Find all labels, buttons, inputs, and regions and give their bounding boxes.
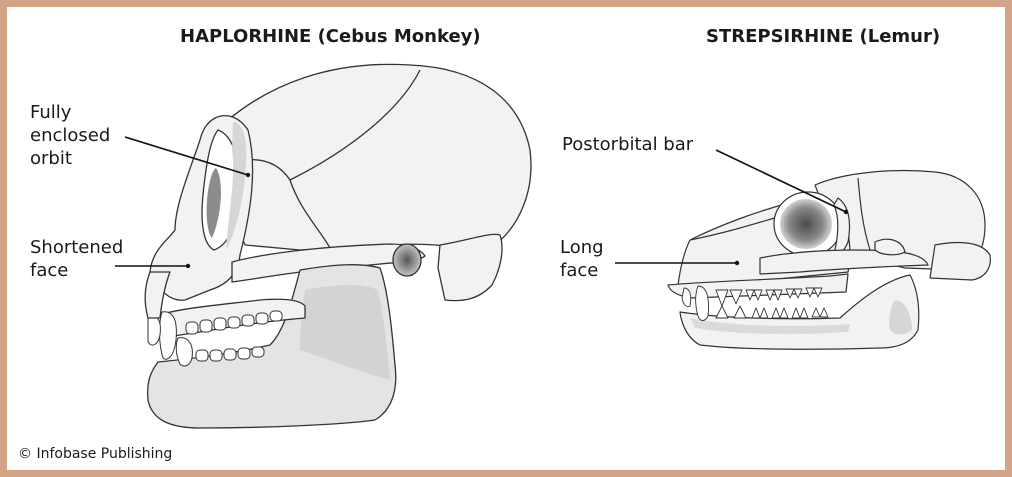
haplorhine-occiput: [438, 234, 502, 300]
strepsirhine-lower-tooth: [752, 308, 768, 318]
haplorhine-tooth: [270, 311, 282, 321]
haplorhine-tooth: [200, 320, 212, 332]
strepsirhine-lower-tooth: [716, 306, 728, 318]
strepsirhine-orbit-shade: [780, 199, 832, 249]
long-face-leader-dot: [735, 261, 739, 265]
orbit-leader-dot: [246, 173, 250, 177]
haplorhine-tooth: [252, 347, 264, 357]
haplorhine-tooth: [228, 317, 240, 328]
strepsirhine-lower-tooth: [772, 308, 788, 318]
haplorhine-canine-upper: [159, 312, 176, 359]
haplorhine-tooth: [186, 322, 198, 334]
strepsirhine-incisor: [682, 288, 691, 307]
strepsirhine-lower-tooth: [792, 308, 808, 318]
haplorhine-tooth: [242, 315, 254, 326]
haplorhine-tooth: [210, 350, 222, 361]
haplorhine-incisor-upper: [148, 317, 160, 346]
haplorhine-cranium: [226, 64, 531, 250]
strepsirhine-lower-tooth: [734, 306, 746, 318]
haplorhine-tooth: [214, 318, 226, 330]
shortened-face-leader-dot: [186, 264, 190, 268]
haplorhine-ear-opening: [393, 244, 421, 276]
haplorhine-tooth: [256, 313, 268, 324]
haplorhine-tooth: [238, 348, 250, 359]
strepsirhine-lower-tooth: [812, 308, 828, 317]
strepsirhine-premolar: [716, 290, 728, 306]
haplorhine-skull: [145, 64, 531, 428]
haplorhine-tooth: [224, 349, 236, 360]
strepsirhine-skull: [668, 171, 990, 350]
strepsirhine-occiput: [930, 242, 990, 280]
haplorhine-canine-lower: [176, 338, 192, 366]
haplorhine-tooth: [196, 350, 208, 361]
postorbital-leader-dot: [844, 210, 848, 214]
